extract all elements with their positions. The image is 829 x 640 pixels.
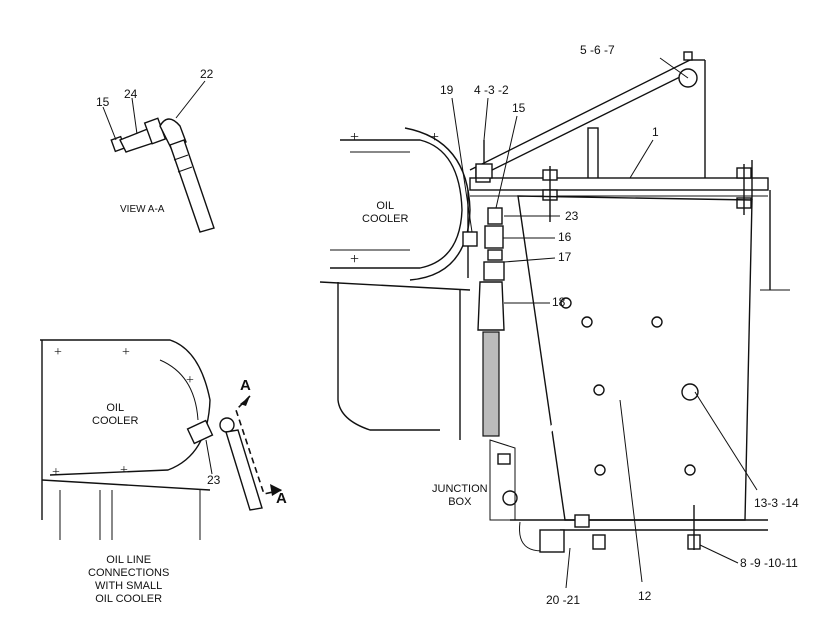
svg-text:+: + (350, 251, 359, 268)
svg-text:+: + (350, 129, 359, 146)
label-13-3-14: 13-3 -14 (754, 496, 799, 510)
main-assembly-drawing: + + + (319, 51, 790, 553)
svg-text:+: + (54, 345, 62, 360)
view-aa-drawing (110, 117, 215, 233)
section-marker-a-bottom: A (276, 490, 287, 507)
label-20-21: 20 -21 (546, 593, 581, 607)
view-aa-title: VIEW A-A (120, 204, 165, 215)
label-15-main: 15 (512, 101, 526, 115)
label-5-6-7: 5 -6 -7 (580, 43, 615, 57)
oil-cooler-small-label: OIL COOLER (92, 402, 139, 427)
label-17: 17 (558, 250, 572, 264)
label-23-small: 23 (207, 473, 221, 487)
figure-caption: OIL LINE CONNECTIONS WITH SMALL OIL COOL… (88, 554, 170, 605)
label-23-main: 23 (565, 209, 579, 223)
label-18: 18 (552, 295, 566, 309)
label-22: 22 (200, 67, 214, 81)
svg-text:+: + (430, 129, 439, 146)
label-8-9-10-11: 8 -9 -10-11 (740, 556, 798, 570)
svg-text:+: + (186, 373, 194, 388)
label-16: 16 (558, 230, 572, 244)
label-1: 1 (652, 125, 659, 139)
oil-cooler-main-label: OIL COOLER (362, 200, 409, 225)
label-12: 12 (638, 589, 652, 603)
leader-lines (102, 57, 758, 589)
label-15-view: 15 (96, 95, 110, 109)
svg-text:+: + (52, 465, 60, 480)
svg-text:+: + (122, 345, 130, 360)
small-cooler-drawing: + + + + + (40, 339, 283, 540)
junction-box-label: JUNCTION BOX (432, 483, 488, 508)
label-4-3-2: 4 -3 -2 (474, 83, 509, 97)
label-19: 19 (440, 83, 454, 97)
section-marker-a-top: A (240, 377, 251, 394)
label-24: 24 (124, 87, 138, 101)
svg-text:+: + (120, 463, 128, 478)
